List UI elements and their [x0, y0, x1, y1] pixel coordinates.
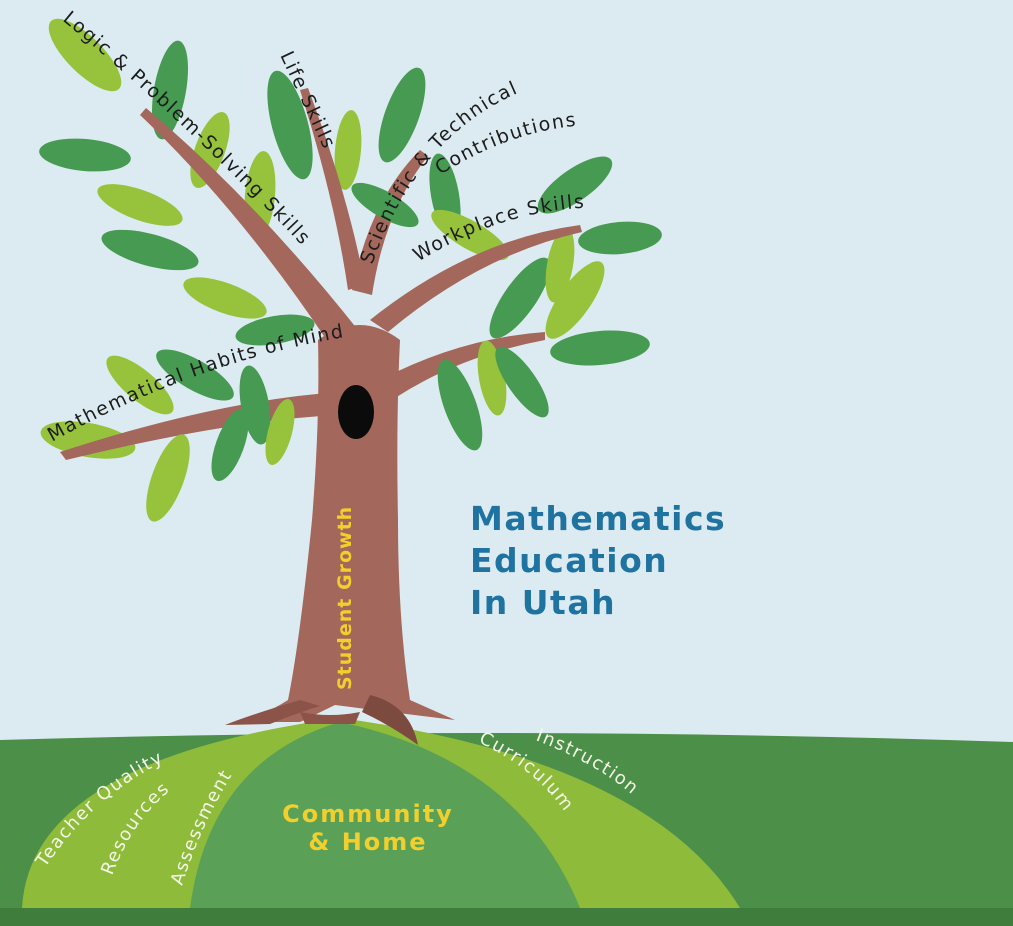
leaf	[550, 330, 650, 366]
branch-habits-left	[60, 392, 340, 460]
leaf	[334, 110, 362, 190]
leaf	[351, 182, 419, 228]
label-student-growth: Student Growth	[334, 506, 356, 690]
trunk-hollow	[338, 385, 374, 439]
branch-workplace	[370, 225, 582, 332]
ground-base-strip	[0, 908, 1013, 926]
inner-hill	[190, 722, 580, 908]
leaf	[156, 349, 234, 401]
leaf	[267, 70, 313, 180]
root-left	[225, 700, 320, 725]
leaf	[431, 209, 509, 261]
leaf	[578, 221, 662, 255]
leaf	[495, 346, 549, 418]
title-line-2: Education	[470, 541, 668, 580]
leaf	[101, 229, 199, 271]
leaf	[378, 67, 426, 163]
leaf	[106, 355, 174, 415]
page-title: Mathematics Education In Utah	[470, 499, 726, 622]
leaf	[183, 277, 267, 319]
leaf	[146, 434, 190, 522]
branch-life	[300, 88, 365, 290]
root-mid	[300, 712, 360, 724]
leaf	[545, 261, 605, 339]
leaf	[48, 18, 122, 92]
leaf	[39, 138, 131, 172]
leaf	[97, 184, 183, 226]
leaf	[40, 421, 136, 459]
tree	[60, 88, 582, 745]
title-line-3: In Utah	[470, 583, 616, 622]
leaf	[545, 227, 575, 303]
leaf	[235, 314, 315, 346]
leaves-front	[146, 182, 549, 522]
leaf	[265, 399, 295, 465]
label-community: Community	[282, 800, 454, 828]
branch-logic	[140, 108, 358, 345]
title-line-1: Mathematics	[470, 499, 726, 538]
leaf	[537, 156, 613, 214]
root-right	[362, 695, 418, 745]
branch-scientific	[352, 150, 428, 295]
leaf	[489, 257, 551, 339]
trunk	[240, 325, 455, 722]
label-and-home: & Home	[308, 828, 427, 856]
leaf	[152, 40, 188, 140]
leaf	[437, 359, 483, 451]
leaf	[211, 408, 249, 482]
